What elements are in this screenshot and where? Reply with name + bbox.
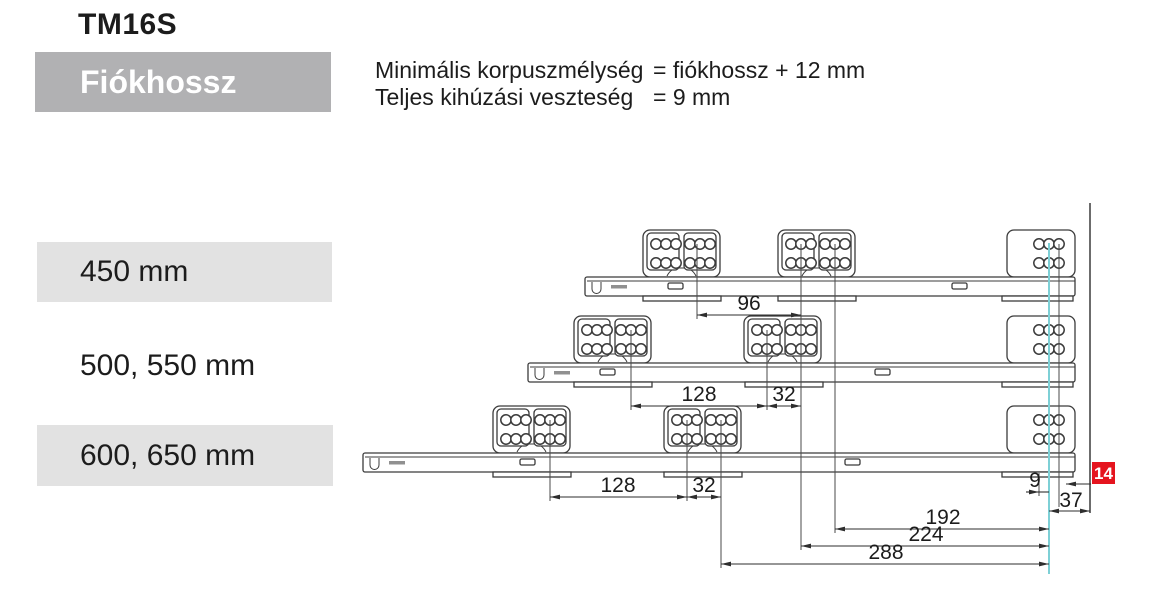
dim-32-label: 32 [772,383,795,406]
callout-14-number: 14 [1094,464,1113,483]
rail-foot-tab [492,471,572,478]
rail-foot-tab [1001,295,1074,302]
length-row-label-500-550: 500, 550 mm [80,349,256,382]
rail-foot-tab [744,381,824,388]
callout-14: 14 [1066,462,1115,487]
mounting-bracket-pair [642,229,721,278]
rail-foot-tab [663,471,743,478]
rail-foot-tab [1001,381,1074,388]
rail-print-label [611,285,627,289]
page-title: TM16S [78,8,178,41]
drawer-slide-450-drawing [584,229,1076,302]
extension-lines [549,203,1091,574]
spec-label: Teljes kihúzási veszteség [375,84,634,110]
dim-9-label: 9 [1029,469,1041,492]
dim-128-label: 128 [600,474,635,497]
length-row-box-600-650 [37,425,333,486]
rail-foot-tab [573,381,653,388]
rail-slot [844,458,861,466]
dim-224-label: 224 [908,523,943,546]
rail-slot [874,368,891,376]
mounting-bracket-pair [573,315,652,364]
dim-288-label: 288 [868,541,903,564]
rail-slot [599,368,616,376]
mounting-bracket-pair [663,405,742,454]
spec-value: = fiókhossz + 12 mm [653,57,866,83]
rear-mounting-bracket [1006,405,1076,454]
spec-row: Teljes kihúzási veszteség = 9 mm [375,84,865,111]
rail-print-label [554,371,570,375]
slide-rail [362,452,1076,473]
spec-value: = 9 mm [653,84,731,110]
mounting-bracket-pair [492,405,571,454]
length-row-box-450 [37,242,332,302]
rail-slot [667,282,684,290]
rail-slot [519,458,536,466]
callout-14-badge [1092,462,1115,484]
spec-list: Minimális korpuszmélység = fiókhossz + 1… [375,57,865,111]
slide-rail [584,276,1076,297]
length-row-label-600-650: 600, 650 mm [80,439,256,472]
dim-128-label: 128 [681,383,716,406]
section-header-box [35,52,331,112]
rail-foot-tab [777,295,857,302]
rail-slot [951,282,968,290]
spec-label: Minimális korpuszmélység [375,57,644,83]
rail-hook-icon [591,282,602,294]
dimension-layer: 96 128 32 128 32 9 37 192 224 288 [550,292,1090,567]
mounting-bracket-pair [743,315,822,364]
section-header-label: Fiókhossz [80,64,237,100]
dim-37-label: 37 [1059,489,1082,512]
mounting-bracket-pair [777,229,856,278]
rail-foot-tab [642,295,722,302]
rail-foot-tab [1001,471,1074,478]
dim-32-label: 32 [692,474,715,497]
rail-print-label [389,461,405,465]
rear-mounting-bracket [1006,315,1076,364]
rail-hook-icon [369,458,380,470]
dim-192-label: 192 [925,506,960,529]
rear-mounting-bracket [1006,229,1076,278]
drawer-slide-600-650-drawing [362,405,1076,478]
dim-96-label: 96 [737,292,760,315]
length-row-label-450: 450 mm [80,255,189,288]
rail-hook-icon [534,368,545,380]
spec-row: Minimális korpuszmélység = fiókhossz + 1… [375,57,865,84]
